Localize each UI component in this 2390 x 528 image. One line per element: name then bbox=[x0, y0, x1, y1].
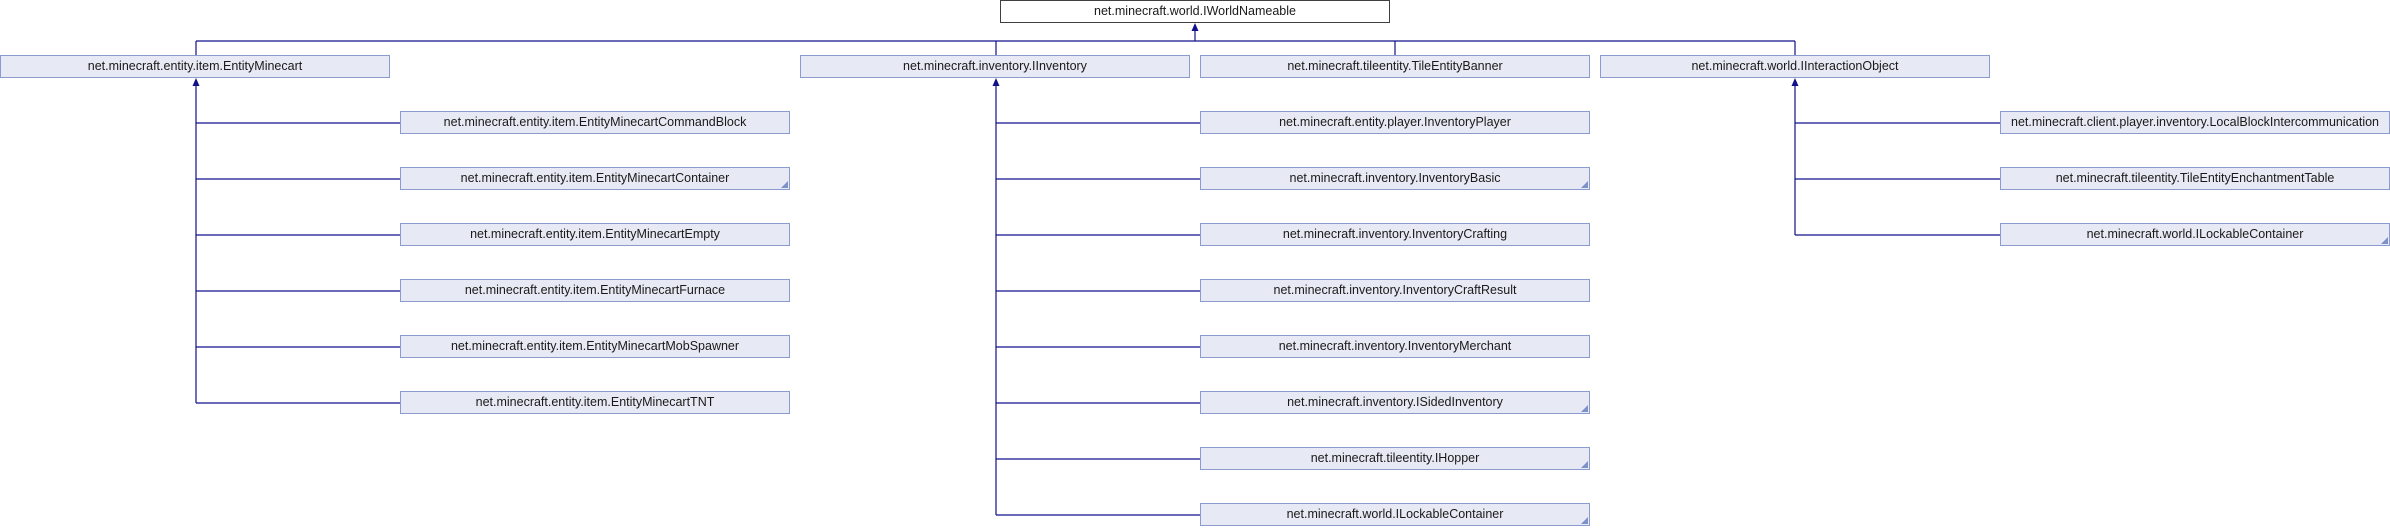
inheritance-arrow bbox=[992, 78, 1000, 86]
class-name-label: net.minecraft.inventory.InventoryCraftRe… bbox=[1273, 283, 1517, 297]
class-node-inventorycrafting[interactable]: net.minecraft.inventory.InventoryCraftin… bbox=[1200, 223, 1590, 246]
class-node-entityminecart[interactable]: net.minecraft.entity.item.EntityMinecart bbox=[0, 55, 390, 78]
truncated-subtree-icon bbox=[1581, 405, 1588, 412]
class-node-entityminecarttnt[interactable]: net.minecraft.entity.item.EntityMinecart… bbox=[400, 391, 790, 414]
class-node-inventoryplayer[interactable]: net.minecraft.entity.player.InventoryPla… bbox=[1200, 111, 1590, 134]
truncated-subtree-icon bbox=[1581, 517, 1588, 524]
class-node-inventorybasic[interactable]: net.minecraft.inventory.InventoryBasic bbox=[1200, 167, 1590, 190]
class-name-label: net.minecraft.inventory.ISidedInventory bbox=[1287, 395, 1503, 409]
class-node-entityminecartcontainer[interactable]: net.minecraft.entity.item.EntityMinecart… bbox=[400, 167, 790, 190]
class-node-entityminecartfurnace[interactable]: net.minecraft.entity.item.EntityMinecart… bbox=[400, 279, 790, 302]
class-node-localblockintercommunication[interactable]: net.minecraft.client.player.inventory.Lo… bbox=[2000, 111, 2390, 134]
truncated-subtree-icon bbox=[2381, 237, 2388, 244]
class-name-label: net.minecraft.entity.item.EntityMinecart… bbox=[460, 171, 730, 185]
class-name-label: net.minecraft.entity.item.EntityMinecart… bbox=[464, 283, 726, 297]
class-node-tileentityenchantmenttable[interactable]: net.minecraft.tileentity.TileEntityEncha… bbox=[2000, 167, 2390, 190]
class-name-label: net.minecraft.entity.item.EntityMinecart bbox=[87, 59, 303, 73]
class-node-isidedinventory[interactable]: net.minecraft.inventory.ISidedInventory bbox=[1200, 391, 1590, 414]
class-name-label: net.minecraft.entity.player.InventoryPla… bbox=[1279, 115, 1511, 129]
class-node-tileentitybanner[interactable]: net.minecraft.tileentity.TileEntityBanne… bbox=[1200, 55, 1590, 78]
class-name-label: net.minecraft.tileentity.IHopper bbox=[1310, 451, 1480, 465]
class-node-ihopper[interactable]: net.minecraft.tileentity.IHopper bbox=[1200, 447, 1590, 470]
class-name-label: net.minecraft.inventory.InventoryCraftin… bbox=[1282, 227, 1508, 241]
class-node-iworldnameable[interactable]: net.minecraft.world.IWorldNameable bbox=[1000, 0, 1390, 23]
inheritance-arrow bbox=[1191, 23, 1199, 31]
class-node-inventorycraftresult[interactable]: net.minecraft.inventory.InventoryCraftRe… bbox=[1200, 279, 1590, 302]
class-name-label: net.minecraft.entity.item.EntityMinecart… bbox=[475, 395, 715, 409]
class-node-iinventory[interactable]: net.minecraft.inventory.IInventory bbox=[800, 55, 1190, 78]
class-name-label: net.minecraft.world.IWorldNameable bbox=[1094, 4, 1296, 18]
truncated-subtree-icon bbox=[1581, 461, 1588, 468]
class-name-label: net.minecraft.world.ILockableContainer bbox=[1286, 507, 1504, 521]
class-node-ilockablecontainer[interactable]: net.minecraft.world.ILockableContainer bbox=[1200, 503, 1590, 526]
class-node-ilockablecontainer[interactable]: net.minecraft.world.ILockableContainer bbox=[2000, 223, 2390, 246]
class-node-entityminecartcommandblock[interactable]: net.minecraft.entity.item.EntityMinecart… bbox=[400, 111, 790, 134]
class-name-label: net.minecraft.world.IInteractionObject bbox=[1691, 59, 1899, 73]
class-name-label: net.minecraft.entity.item.EntityMinecart… bbox=[443, 115, 747, 129]
class-name-label: net.minecraft.entity.item.EntityMinecart… bbox=[450, 339, 740, 353]
class-name-label: net.minecraft.world.ILockableContainer bbox=[2086, 227, 2304, 241]
class-name-label: net.minecraft.tileentity.TileEntityBanne… bbox=[1287, 59, 1503, 73]
class-node-entityminecartmobspawner[interactable]: net.minecraft.entity.item.EntityMinecart… bbox=[400, 335, 790, 358]
inheritance-arrow bbox=[1791, 78, 1799, 86]
class-node-entityminecartempty[interactable]: net.minecraft.entity.item.EntityMinecart… bbox=[400, 223, 790, 246]
class-node-inventorymerchant[interactable]: net.minecraft.inventory.InventoryMerchan… bbox=[1200, 335, 1590, 358]
class-name-label: net.minecraft.inventory.InventoryBasic bbox=[1289, 171, 1501, 185]
class-name-label: net.minecraft.client.player.inventory.Lo… bbox=[2011, 115, 2379, 129]
class-name-label: net.minecraft.inventory.InventoryMerchan… bbox=[1278, 339, 1512, 353]
class-node-iinteractionobject[interactable]: net.minecraft.world.IInteractionObject bbox=[1600, 55, 1990, 78]
class-name-label: net.minecraft.entity.item.EntityMinecart… bbox=[470, 227, 720, 241]
class-name-label: net.minecraft.inventory.IInventory bbox=[903, 59, 1087, 73]
truncated-subtree-icon bbox=[1581, 181, 1588, 188]
class-name-label: net.minecraft.tileentity.TileEntityEncha… bbox=[2055, 171, 2335, 185]
truncated-subtree-icon bbox=[781, 181, 788, 188]
inheritance-arrow bbox=[192, 78, 200, 86]
